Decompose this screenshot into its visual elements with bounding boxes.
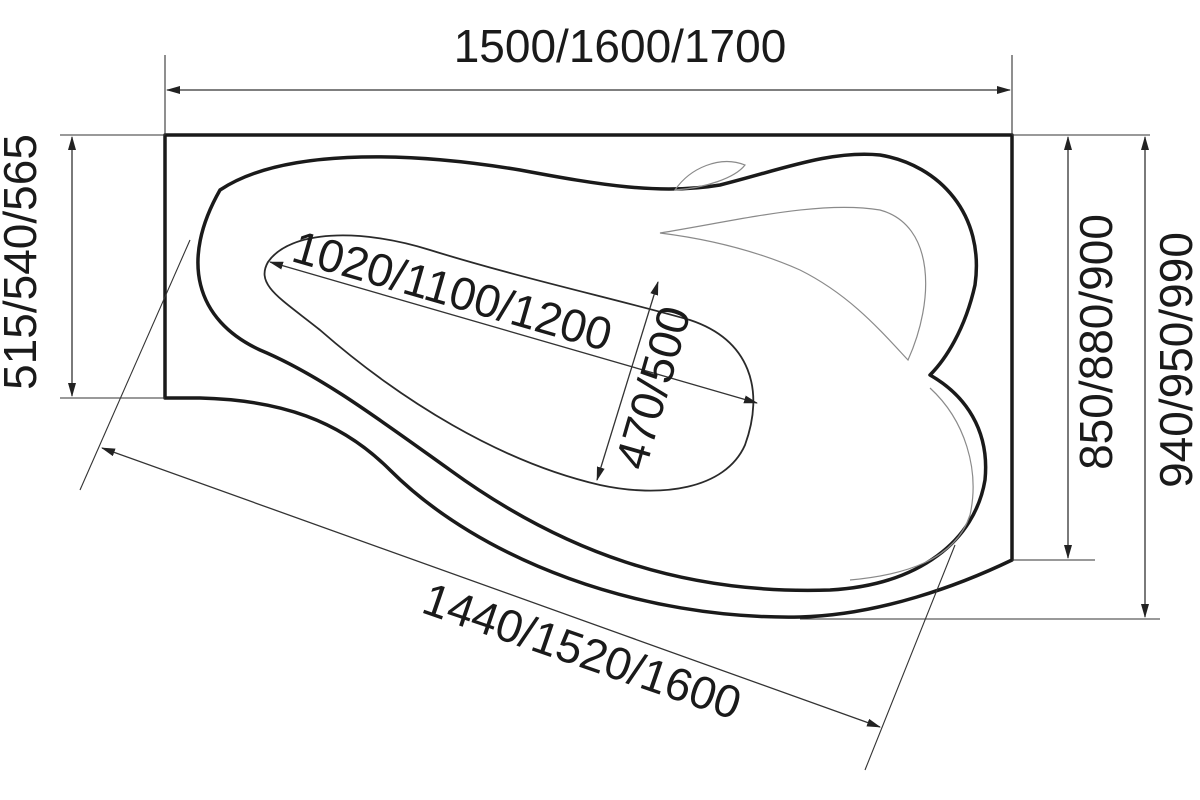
dim-line-basin-length <box>269 261 758 404</box>
label-right-outer-height: 940/950/990 <box>1150 232 1200 488</box>
tub-rim-outline <box>196 152 988 593</box>
label-front-length: 1440/1520/1600 <box>417 572 748 729</box>
label-overall-length: 1500/1600/1700 <box>454 20 787 72</box>
ext-front-left <box>79 239 191 491</box>
label-basin-width: 470/500 <box>605 301 701 475</box>
label-right-inner-height: 850/880/900 <box>1070 214 1122 470</box>
headrest-tab <box>673 161 746 191</box>
tub-outer-outline <box>163 133 1014 619</box>
inner-edge-right <box>849 387 974 581</box>
label-basin-length: 1020/1100/1200 <box>287 220 618 361</box>
label-left-height: 515/540/565 <box>0 134 46 390</box>
dim-line-front-length <box>101 447 881 728</box>
headrest-contour <box>659 206 927 362</box>
dim-line-basin-width <box>596 281 659 481</box>
ext-front-right <box>864 544 956 771</box>
